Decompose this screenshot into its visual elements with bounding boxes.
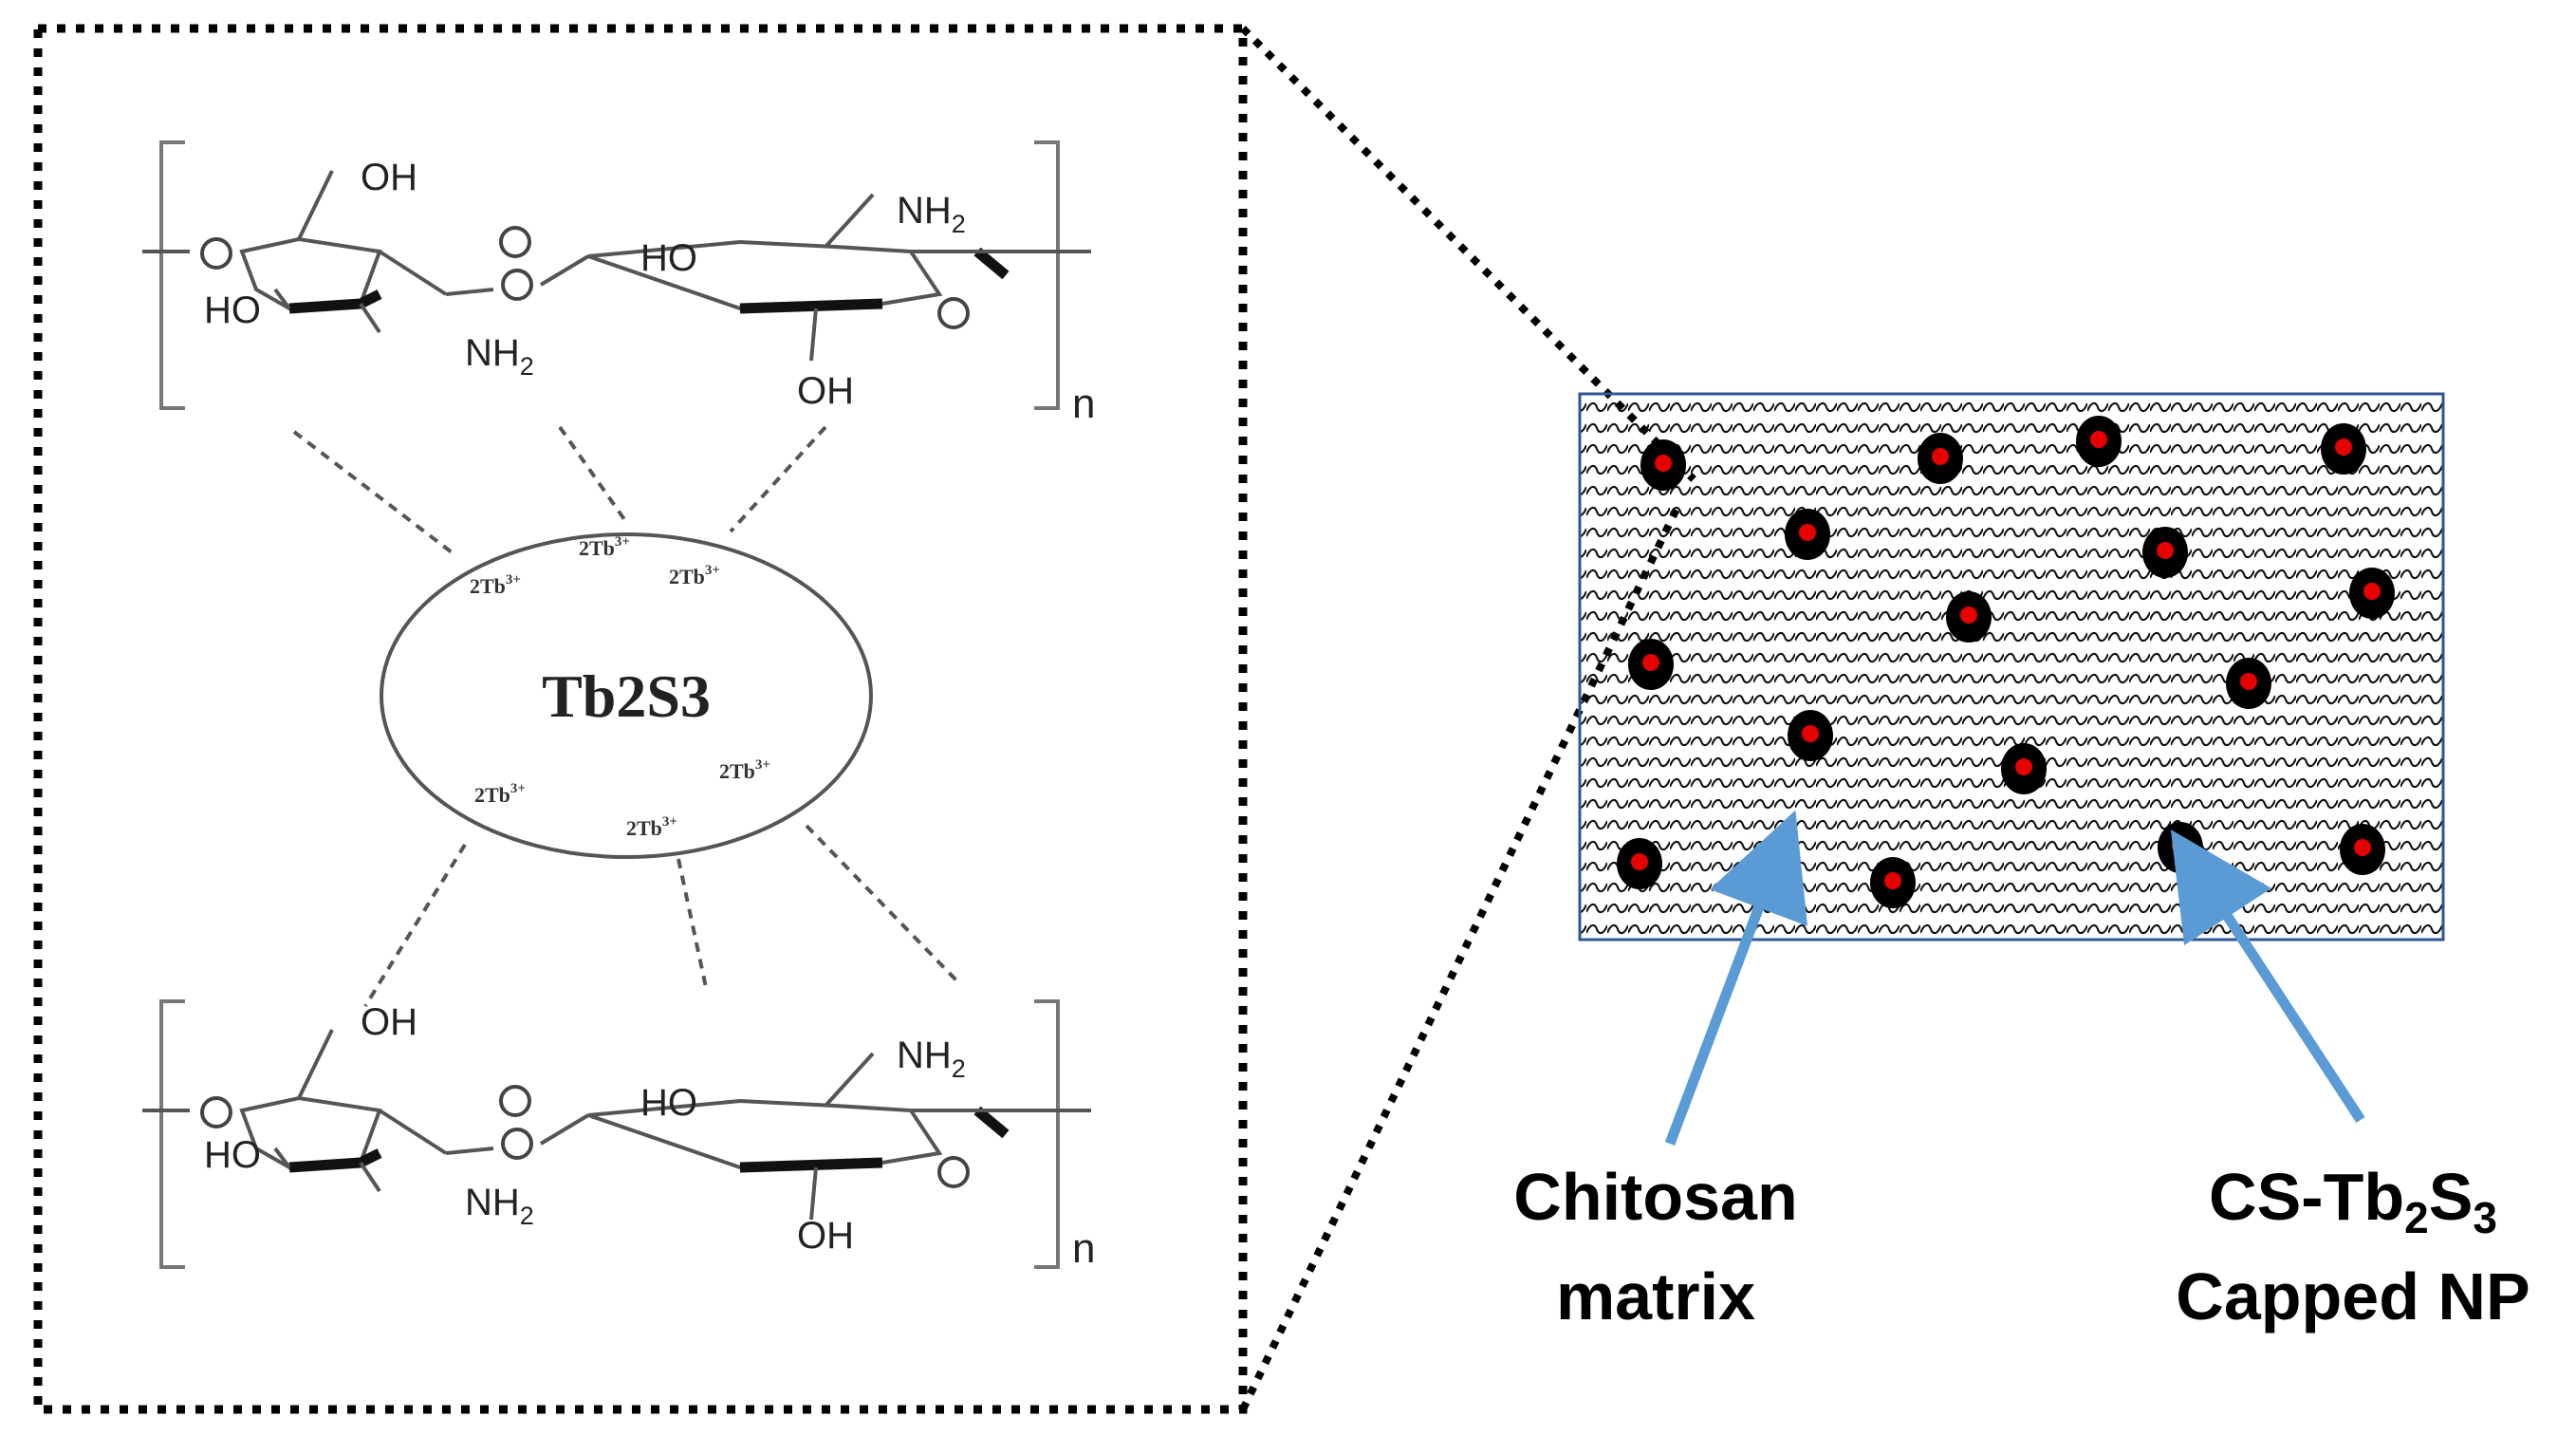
nanoparticle [2349,568,2395,619]
tb-ion-4: 2Tb3+ [474,781,526,807]
nanoparticle [2321,423,2366,475]
matrix-label-line2: matrix [1556,1259,1755,1333]
nanoparticle [1617,838,1662,889]
chitosan-unit-bottom: OH HO NH2 HO NH2 OH n [142,1001,1095,1272]
tb-ion-6: 2Tb3+ [719,757,770,783]
matrix-arrow [1664,810,1808,1146]
detail-frame [33,24,1248,1414]
coordination-lines-top [292,425,827,557]
ho-left-label-b: HO [204,1134,261,1176]
nanoparticle [2226,658,2271,709]
nanoparticle [1946,591,1992,643]
chitosan-matrix [1578,392,2445,942]
nanoparticle [2158,822,2203,873]
oh-top-label-b: OH [361,1001,417,1043]
nanoparticle [1640,439,1686,491]
nanoparticle [2340,824,2385,875]
tb-ion-3: 2Tb3+ [669,563,720,588]
ho-ring2-label: HO [640,237,697,279]
tb2s3-core: Tb2S3 2Tb3+ 2Tb3+ 2Tb3+ 2Tb3+ 2Tb3+ 2Tb3… [380,532,873,859]
chitosan-unit-top: OH HO NH2 HO NH2 OH n [142,142,1095,427]
nanoparticle [1918,433,1963,484]
nh2-ring2-label-b: NH2 [897,1035,966,1083]
np-label-line1: CS-Tb2S3 [2209,1160,2497,1242]
nanoparticle [2076,416,2122,467]
oh-bottom-label: OH [797,370,854,412]
nanoparticle [1870,857,1916,908]
nh2-ring1-label-b: NH2 [465,1182,534,1230]
ho-ring2-label-b: HO [640,1082,697,1124]
coordination-lines-bottom [363,824,960,1008]
repeat-n-label-b: n [1072,1225,1095,1272]
repeat-n-label: n [1072,381,1095,427]
nh2-ring1-label: NH2 [465,332,534,381]
oh-bottom-label-b: OH [797,1215,854,1257]
nanoparticle [1628,639,1674,690]
nanoparticle [1788,710,1833,761]
np-label-line2: Capped NP [2176,1259,2530,1333]
oh-top-label: OH [361,157,417,198]
tb-ion-1: 2Tb3+ [470,572,521,598]
nanoparticle [2142,527,2188,578]
tb-ion-5: 2Tb3+ [626,814,677,840]
nanoparticle [1785,509,1830,560]
tb-ion-2: 2Tb3+ [579,534,630,560]
nanoparticle-arrow [2170,829,2365,1124]
nanoparticle [2001,743,2047,794]
matrix-label-line1: Chitosan [1513,1160,1797,1234]
nh2-ring2-label: NH2 [897,190,966,238]
core-label: Tb2S3 [542,662,711,730]
ho-left-label: HO [204,289,261,331]
